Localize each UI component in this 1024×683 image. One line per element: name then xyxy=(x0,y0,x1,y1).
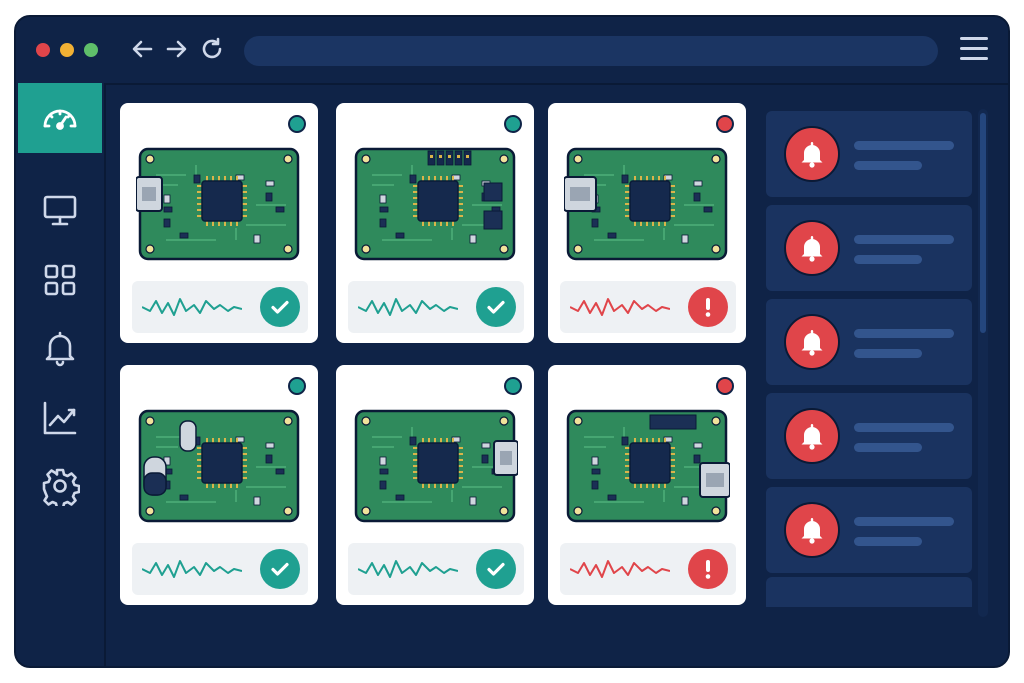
signal-status-panel xyxy=(132,543,308,595)
bell-icon xyxy=(784,408,840,464)
notification-item[interactable] xyxy=(766,299,972,385)
exclamation-icon xyxy=(688,287,728,327)
notification-title-placeholder xyxy=(854,517,954,526)
checkmark-icon xyxy=(476,287,516,327)
signal-waveform xyxy=(570,298,670,316)
maximize-window-button[interactable] xyxy=(84,43,98,57)
refresh-icon[interactable] xyxy=(198,35,226,63)
circuit-board-image xyxy=(352,145,518,263)
circuit-board-image xyxy=(135,145,302,263)
checkmark-icon xyxy=(260,549,300,589)
signal-status-panel xyxy=(560,543,736,595)
notification-item[interactable] xyxy=(766,205,972,291)
status-offline-dot xyxy=(716,115,734,133)
sidebar-item-analytics[interactable] xyxy=(18,383,102,453)
notification-subtitle-placeholder xyxy=(854,255,922,264)
status-online-dot xyxy=(504,115,522,133)
notification-title-placeholder xyxy=(854,329,954,338)
circuit-board-image xyxy=(563,145,730,263)
signal-status-panel xyxy=(132,281,308,333)
circuit-board-image xyxy=(564,407,731,525)
sidebar xyxy=(16,83,106,666)
signal-status-panel xyxy=(560,281,736,333)
checkmark-icon xyxy=(476,549,516,589)
title-bar xyxy=(16,17,1008,85)
notification-panel xyxy=(762,107,978,615)
bell-icon xyxy=(784,126,840,182)
notification-title-placeholder xyxy=(854,235,954,244)
device-card[interactable] xyxy=(120,103,318,343)
sidebar-item-settings[interactable] xyxy=(18,451,102,521)
notification-subtitle-placeholder xyxy=(854,161,922,170)
sidebar-item-alerts[interactable] xyxy=(18,313,102,383)
signal-waveform xyxy=(358,560,458,578)
notification-item[interactable] xyxy=(766,393,972,479)
signal-waveform xyxy=(358,298,458,316)
bell-icon xyxy=(784,502,840,558)
gear-icon xyxy=(42,468,80,506)
minimize-window-button[interactable] xyxy=(60,43,74,57)
back-arrow-icon[interactable] xyxy=(129,35,157,63)
device-card[interactable] xyxy=(120,365,318,605)
notification-item-partial[interactable] xyxy=(766,577,972,607)
monitor-icon xyxy=(43,195,77,226)
scrollbar-thumb[interactable] xyxy=(980,113,986,333)
signal-waveform xyxy=(570,560,670,578)
exclamation-icon xyxy=(688,549,728,589)
signal-waveform xyxy=(142,560,242,578)
status-online-dot xyxy=(288,115,306,133)
notification-scrollbar[interactable] xyxy=(978,109,988,617)
chart-icon xyxy=(43,401,77,435)
device-card[interactable] xyxy=(548,103,746,343)
notification-item[interactable] xyxy=(766,111,972,197)
address-bar[interactable] xyxy=(244,36,938,66)
speedometer-icon xyxy=(43,109,77,130)
grid-icon xyxy=(44,264,76,296)
app-window xyxy=(14,15,1010,668)
sidebar-item-apps[interactable] xyxy=(18,245,102,315)
device-card[interactable] xyxy=(336,365,534,605)
hamburger-menu-icon[interactable] xyxy=(960,37,988,63)
signal-waveform xyxy=(142,298,242,316)
sidebar-item-devices[interactable] xyxy=(18,175,102,245)
checkmark-icon xyxy=(260,287,300,327)
notification-title-placeholder xyxy=(854,423,954,432)
circuit-board-image xyxy=(136,407,302,525)
status-offline-dot xyxy=(716,377,734,395)
notification-subtitle-placeholder xyxy=(854,443,922,452)
notification-item[interactable] xyxy=(766,487,972,573)
bell-icon xyxy=(45,331,75,367)
signal-status-panel xyxy=(348,543,524,595)
status-online-dot xyxy=(288,377,306,395)
bell-icon xyxy=(784,220,840,276)
device-card[interactable] xyxy=(548,365,746,605)
device-card[interactable] xyxy=(336,103,534,343)
status-online-dot xyxy=(504,377,522,395)
notification-subtitle-placeholder xyxy=(854,349,922,358)
circuit-board-image xyxy=(352,407,519,525)
bell-icon xyxy=(784,314,840,370)
sidebar-item-dashboard[interactable] xyxy=(18,83,102,153)
notification-title-placeholder xyxy=(854,141,954,150)
close-window-button[interactable] xyxy=(36,43,50,57)
notification-subtitle-placeholder xyxy=(854,537,922,546)
forward-arrow-icon[interactable] xyxy=(162,35,190,63)
signal-status-panel xyxy=(348,281,524,333)
